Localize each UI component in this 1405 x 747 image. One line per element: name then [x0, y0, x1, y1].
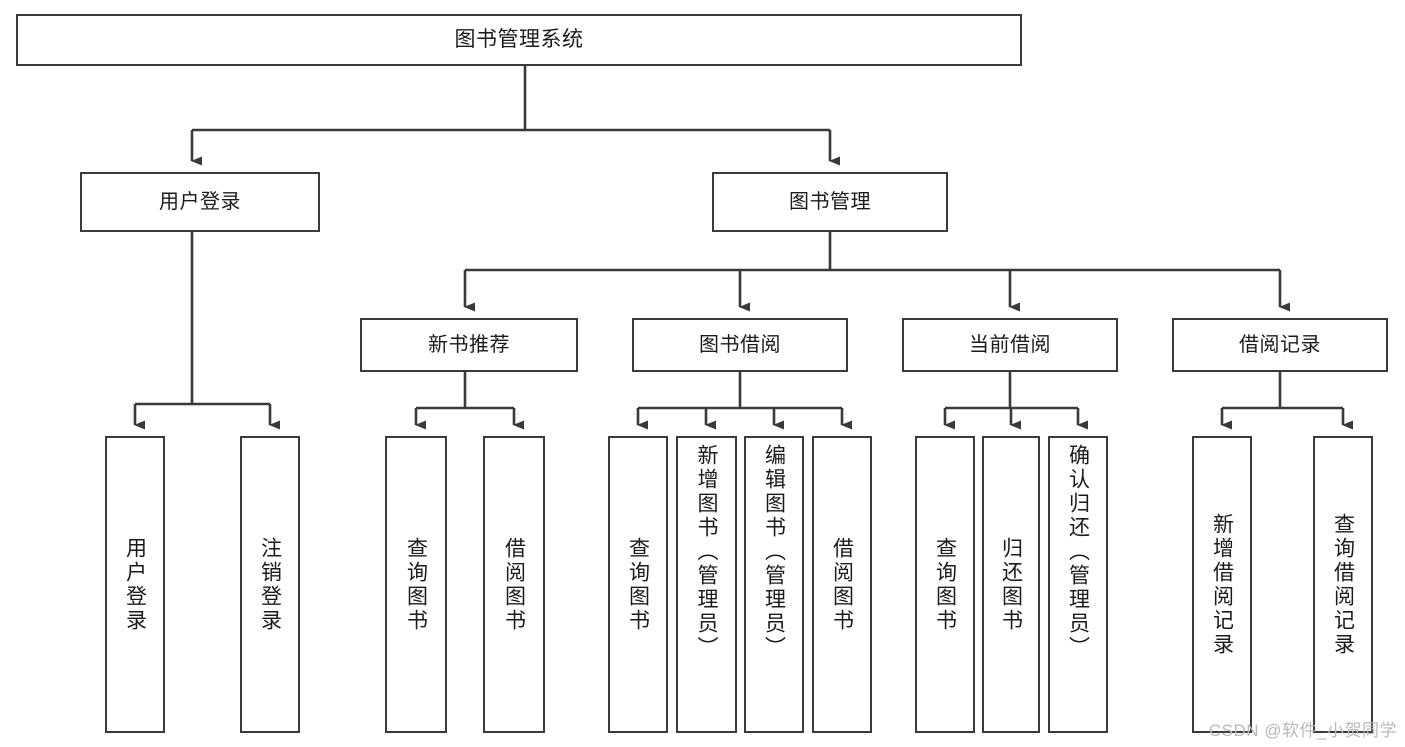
leaf-node-11[interactable]: 新增借阅记录 — [1192, 436, 1252, 733]
leaf-node-12[interactable]: 查询借阅记录 — [1313, 436, 1373, 733]
node-label: 借阅记录 — [1239, 333, 1321, 356]
node-label: 新增借阅记录 — [1210, 512, 1234, 657]
node-label: 图书管理系统 — [454, 28, 584, 52]
leaf-node-5[interactable]: 新增图书（管理员） — [676, 436, 737, 733]
node-label: 新增图书（管理员） — [695, 444, 718, 660]
level2-node-3[interactable]: 借阅记录 — [1172, 318, 1388, 372]
node-label: 借阅图书 — [502, 536, 526, 633]
node-label: 注销登录 — [258, 536, 282, 633]
level2-node-2[interactable]: 当前借阅 — [902, 318, 1118, 372]
node-label: 当前借阅 — [969, 333, 1051, 356]
leaf-node-7[interactable]: 借阅图书 — [812, 436, 872, 733]
node-label: 确认归还（管理员） — [1066, 444, 1090, 660]
leaf-node-3[interactable]: 借阅图书 — [483, 436, 545, 733]
leaf-node-4[interactable]: 查询图书 — [608, 436, 668, 733]
leaf-node-0[interactable]: 用户登录 — [105, 436, 165, 733]
node-label: 编辑图书（管理员） — [762, 444, 786, 660]
node-label: 图书管理 — [789, 190, 871, 213]
leaf-node-2[interactable]: 查询图书 — [385, 436, 447, 733]
level1-node-0[interactable]: 用户登录 — [80, 172, 320, 232]
leaf-node-1[interactable]: 注销登录 — [240, 436, 300, 733]
node-label: 图书借阅 — [699, 333, 781, 356]
level2-node-0[interactable]: 新书推荐 — [360, 318, 578, 372]
leaf-node-10[interactable]: 确认归还（管理员） — [1048, 436, 1108, 733]
node-label: 查询图书 — [933, 536, 957, 633]
leaf-node-6[interactable]: 编辑图书（管理员） — [744, 436, 804, 733]
leaf-node-8[interactable]: 查询图书 — [915, 436, 975, 733]
root-node[interactable]: 图书管理系统 — [16, 14, 1022, 66]
node-label: 查询图书 — [404, 536, 428, 633]
node-label: 借阅图书 — [830, 536, 854, 633]
level2-node-1[interactable]: 图书借阅 — [632, 318, 848, 372]
node-label: 用户登录 — [123, 536, 147, 633]
level1-node-1[interactable]: 图书管理 — [712, 172, 948, 232]
node-label: 查询借阅记录 — [1331, 512, 1355, 657]
node-label: 新书推荐 — [428, 333, 510, 356]
node-label: 归还图书 — [999, 536, 1023, 633]
node-label: 用户登录 — [159, 190, 241, 213]
leaf-node-9[interactable]: 归还图书 — [982, 436, 1040, 733]
node-label: 查询图书 — [626, 536, 650, 633]
